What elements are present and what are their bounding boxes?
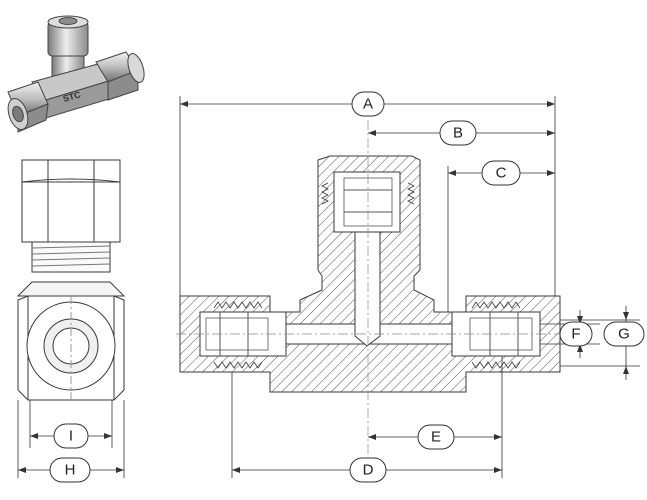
cross-section-view: [176, 120, 566, 460]
dimension-labels: [49, 91, 645, 483]
dim-label-c: C: [496, 165, 507, 182]
side-view: [16, 159, 126, 401]
dim-label-a: A: [363, 96, 373, 113]
dim-label-b: B: [453, 125, 463, 142]
brand-mark: STC: [62, 89, 83, 104]
dim-label-i: I: [69, 428, 73, 445]
dim-label-f: F: [571, 326, 580, 343]
iso-product-image: STC: [7, 15, 145, 133]
dim-label-e: E: [431, 429, 441, 446]
dim-label-g: G: [618, 326, 630, 343]
dim-label-d: D: [363, 462, 374, 479]
dimension-arrows: [18, 101, 629, 473]
dim-label-h: H: [65, 462, 76, 479]
